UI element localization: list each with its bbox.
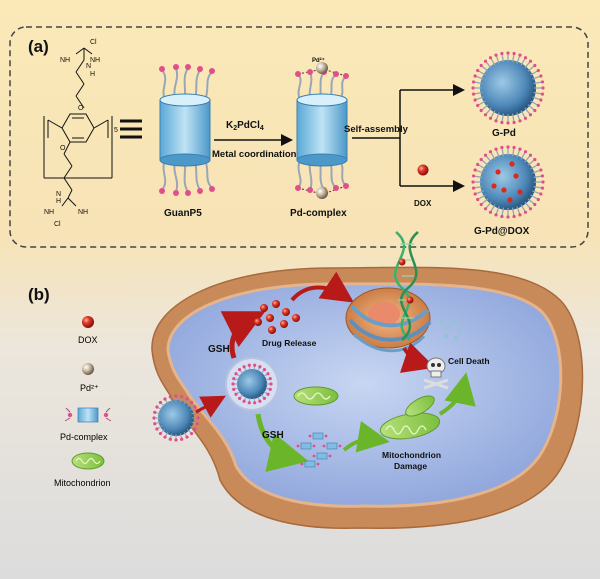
drug-release-label: Drug Release [262, 338, 317, 348]
g-pd-label: G-Pd [492, 128, 516, 139]
panel-a-frame [9, 26, 589, 248]
reagent-label: K2PdCl4 [226, 120, 264, 132]
entry-arrow [195, 395, 226, 418]
panel-b-label: (b) [28, 285, 50, 304]
gsh-green-arrow [255, 413, 309, 473]
gsh-red-arrow [220, 311, 266, 359]
h-top: H [90, 71, 95, 78]
oxygen-top: O [78, 105, 84, 112]
chloride-bottom: Cl [54, 221, 61, 228]
legend-dox-label: DOX [78, 335, 98, 345]
endosome [225, 357, 279, 411]
dna-helix [394, 231, 419, 341]
n-top: N [86, 63, 91, 70]
cell-death-label: Cell Death [448, 356, 490, 366]
pd-ion-top-label: Pd²⁺ [312, 57, 325, 64]
legend: DOX Pd²⁺ Pd-complex Mitochondrion [54, 316, 112, 488]
legend-dox-icon [82, 316, 94, 328]
legend-pd-complex-icon [64, 407, 112, 423]
legend-pd-label: Pd²⁺ [80, 383, 99, 393]
legend-mitochondrion-label: Mitochondrion [54, 478, 111, 488]
legend-mitochondrion-icon [71, 452, 105, 470]
nh2-bottom: NH [44, 209, 54, 216]
nh2-bottom-b: NH [78, 209, 88, 216]
self-assembly-arrows [352, 84, 465, 192]
skull-icon [423, 357, 449, 390]
gsh-bottom-label: GSH [262, 430, 284, 441]
nh2-top: NH [60, 57, 70, 64]
oxygen-bottom: O [60, 145, 66, 152]
mito-damage-label-2: Damage [394, 461, 427, 471]
g-pd-nanoparticle [471, 51, 545, 125]
guanp5-pillar-icon [159, 64, 215, 196]
h-bottom: H [56, 198, 61, 205]
panel-a-label: (a) [28, 37, 49, 56]
released-dox-cluster [254, 300, 300, 334]
incoming-nanoparticle [152, 394, 200, 442]
to-cell-death-arrow [399, 342, 436, 373]
guanp5-monomer-structure [43, 47, 113, 207]
mito-to-death-arrow [438, 372, 476, 416]
chloride-top: Cl [90, 39, 97, 46]
g-pd-dox-nanoparticle [471, 145, 545, 219]
mito-damage-label-1: Mitochondrion [382, 450, 441, 460]
self-assembly-label: Self-assembly [344, 124, 409, 135]
healthy-mitochondrion [293, 386, 339, 406]
g-pd-dox-label: G-Pd@DOX [474, 226, 530, 237]
pd-complex-label: Pd-complex [290, 208, 347, 219]
guanp5-label: GuanP5 [164, 208, 202, 219]
equivalent-sign [120, 119, 142, 139]
free-pd-complexes [296, 432, 342, 468]
damaged-mitochondria [379, 395, 441, 440]
nh2-top-b: NH [90, 57, 100, 64]
metal-coordination-label: Metal coordination [212, 149, 297, 160]
dox-label-a: DOX [414, 199, 432, 208]
pd-complex-pillar-icon [295, 62, 349, 199]
to-nucleus-arrow [290, 271, 354, 303]
dox-icon [417, 164, 429, 176]
to-mitochondria-arrow [342, 420, 390, 453]
n-bottom: N [56, 191, 61, 198]
legend-pd-complex-label: Pd-complex [60, 432, 108, 442]
legend-pd-icon [82, 363, 94, 375]
repeat-count: 5 [114, 127, 118, 134]
gsh-top-label: GSH [208, 344, 230, 355]
nuclear-dots [440, 320, 462, 340]
